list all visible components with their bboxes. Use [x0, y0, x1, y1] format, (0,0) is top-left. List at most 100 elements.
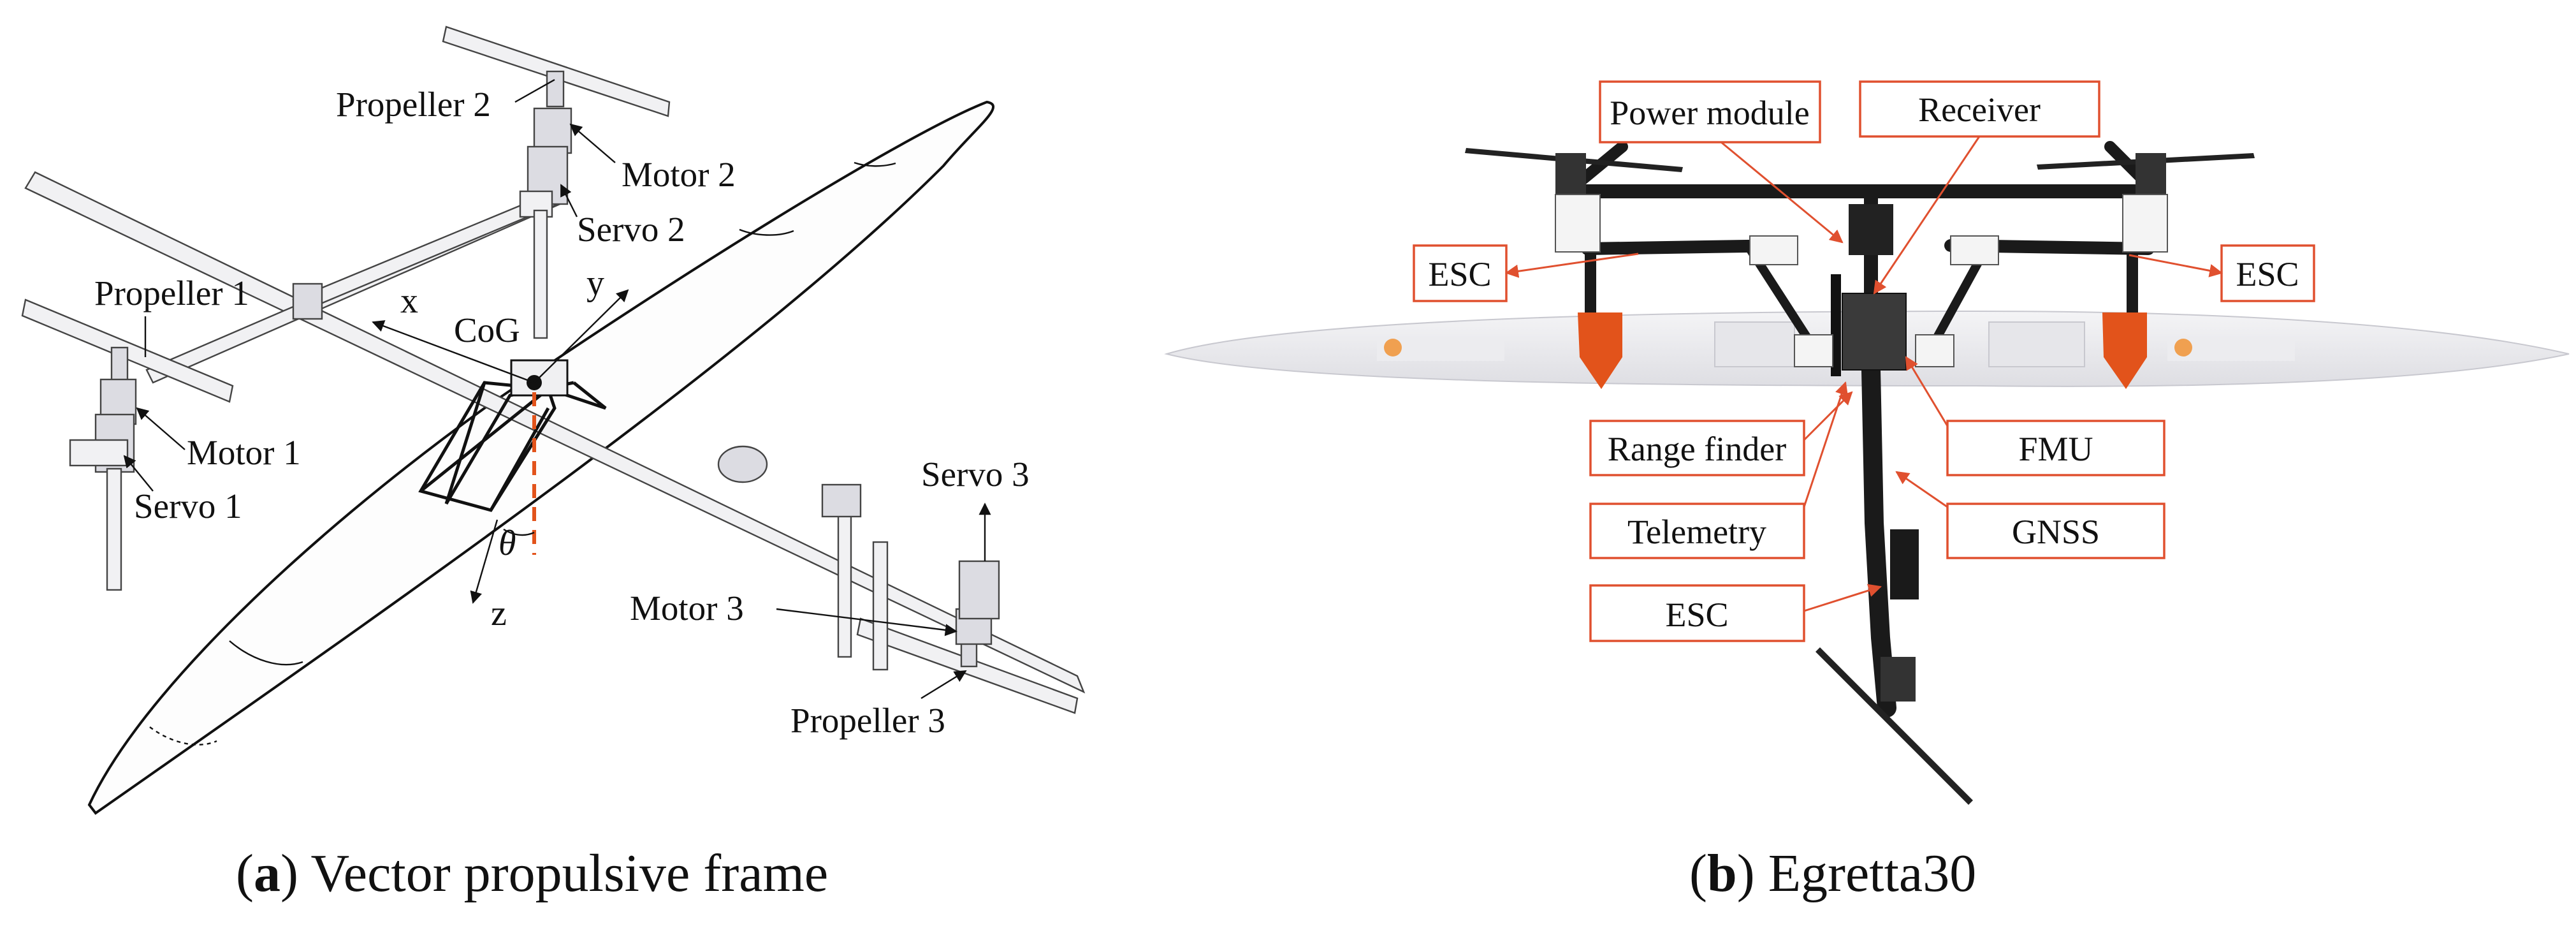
- telemetry-box: [1589, 503, 1805, 559]
- gnss-box: [1946, 503, 2165, 559]
- photo-center-hub: [1849, 204, 1893, 255]
- servo-2-label: Servo 2: [577, 210, 685, 249]
- landing-leg-rear: [837, 503, 852, 658]
- servo-1-label: Servo 1: [134, 487, 242, 525]
- x-axis-arrow: [372, 320, 535, 384]
- x-axis-label: x: [400, 281, 418, 321]
- servo-3-body: [958, 560, 1000, 620]
- photo-bracket: [1950, 235, 1999, 265]
- fmu-box: [1946, 420, 2165, 476]
- motor-1-leader: [136, 407, 186, 450]
- propeller-2-label: Propeller 2: [336, 85, 491, 124]
- front-mount: [292, 283, 323, 320]
- power-module-box: [1599, 80, 1821, 143]
- receiver-box: [1859, 80, 2100, 138]
- esc-left-leader: [1504, 253, 1639, 278]
- z-axis-arrow: [470, 519, 498, 604]
- panel-a-labels: Propeller 2 Motor 2 Servo 2 Propeller 1 …: [94, 78, 1030, 740]
- telemetry-leader: [1803, 381, 1848, 508]
- photo-motor-right: [2136, 153, 2166, 198]
- photo-fmu-stack: [1842, 293, 1907, 371]
- rear-mount: [821, 483, 862, 518]
- wing-rib: [854, 161, 896, 167]
- photo-tail-propeller: [1816, 647, 1973, 805]
- photo-wing-panel: [1714, 321, 1795, 367]
- motor-2-leader: [569, 123, 616, 163]
- y-axis-label: y: [586, 263, 604, 303]
- photo-servo-left: [1555, 194, 1601, 253]
- range-finder-leader: [1803, 391, 1853, 441]
- wing: [87, 100, 995, 815]
- range-finder-box: [1589, 420, 1805, 476]
- range-finder-label: Range finder: [1608, 430, 1786, 468]
- theta-label: θ: [498, 524, 516, 563]
- telemetry-label: Telemetry: [1627, 513, 1766, 551]
- photo-wing-panel: [1988, 321, 2085, 367]
- photo-servo-right: [2122, 194, 2168, 253]
- gnss-leader: [1895, 471, 1948, 508]
- caption-a: (a) Vector propulsive frame: [236, 844, 828, 903]
- servo-3-label: Servo 3: [921, 455, 1030, 494]
- photo-motor-left: [1555, 153, 1586, 198]
- y-axis-arrow: [534, 289, 629, 383]
- receiver-label: Receiver: [1918, 91, 2041, 129]
- caption-a-text: Vector propulsive frame: [310, 844, 828, 903]
- main-beam: [24, 171, 1086, 694]
- wing-rib: [149, 726, 217, 746]
- propeller-1-hub: [110, 346, 129, 384]
- caption-a-letter: a: [254, 844, 280, 903]
- fuselage-truss: [418, 381, 607, 512]
- photo-bracket: [1915, 334, 1954, 367]
- photo-bracket: [1749, 235, 1798, 265]
- wing-rib: [739, 228, 794, 236]
- fmu-label: FMU: [2018, 430, 2093, 468]
- photo-nacelle-left: [1578, 312, 1622, 389]
- photo-wing-logo-left-mark: [1384, 339, 1402, 356]
- esc-right-leader: [2128, 254, 2223, 277]
- motor-1-label: Motor 1: [187, 433, 301, 472]
- motor-2-body: [533, 107, 572, 154]
- esc-tail-leader: [1803, 584, 1882, 612]
- photo-nacelle-right: [2102, 312, 2147, 389]
- motor-3-label: Motor 3: [630, 589, 744, 628]
- esc-right-box: [2220, 244, 2315, 302]
- power-module-leader: [1721, 141, 1844, 244]
- photo-wing-logo-right-mark: [2174, 339, 2192, 356]
- panel-b-photo: [1164, 141, 2570, 805]
- wing-rib: [229, 640, 303, 666]
- theta-arc: [503, 528, 535, 536]
- photo-tail-motor: [1881, 657, 1916, 702]
- esc-tail-label: ESC: [1665, 596, 1728, 634]
- landing-leg-2: [533, 209, 548, 339]
- power-module-label: Power module: [1610, 94, 1809, 132]
- motor-3-leader: [776, 608, 957, 636]
- gnss-dome: [717, 445, 768, 483]
- panel-a-drawing: [21, 26, 1086, 815]
- propeller-2-hub: [546, 70, 565, 108]
- receiver-leader: [1873, 136, 1981, 295]
- servo-1-leader: [123, 455, 154, 492]
- servo-1-mount: [69, 439, 129, 467]
- cog-label: CoG: [454, 311, 520, 349]
- esc-left-label: ESC: [1428, 255, 1491, 293]
- propeller-1-label: Propeller 1: [94, 274, 249, 312]
- caption-b-text: Egretta30: [1768, 844, 1977, 903]
- photo-tail-esc: [1890, 529, 1919, 599]
- caption-b-letter: b: [1707, 844, 1737, 903]
- motor-2-label: Motor 2: [622, 155, 736, 194]
- propeller-3-leader: [921, 670, 967, 700]
- landing-leg-1: [106, 467, 122, 591]
- gnss-label: GNSS: [2012, 513, 2100, 551]
- fmu-leader: [1905, 356, 1949, 427]
- propeller-2-leader: [514, 78, 555, 103]
- servo-2-leader: [560, 184, 578, 217]
- photo-bracket: [1794, 334, 1833, 367]
- propeller-3-label: Propeller 3: [790, 701, 945, 740]
- z-axis-label: z: [491, 594, 507, 633]
- caption-b: (b) Egretta30: [1689, 844, 1976, 903]
- landing-leg-3: [872, 541, 889, 671]
- panel-b-callouts: Power module Receiver ESC ESC Range find…: [1413, 80, 2315, 642]
- esc-right-label: ESC: [2236, 255, 2299, 293]
- esc-tail-box: [1589, 584, 1805, 642]
